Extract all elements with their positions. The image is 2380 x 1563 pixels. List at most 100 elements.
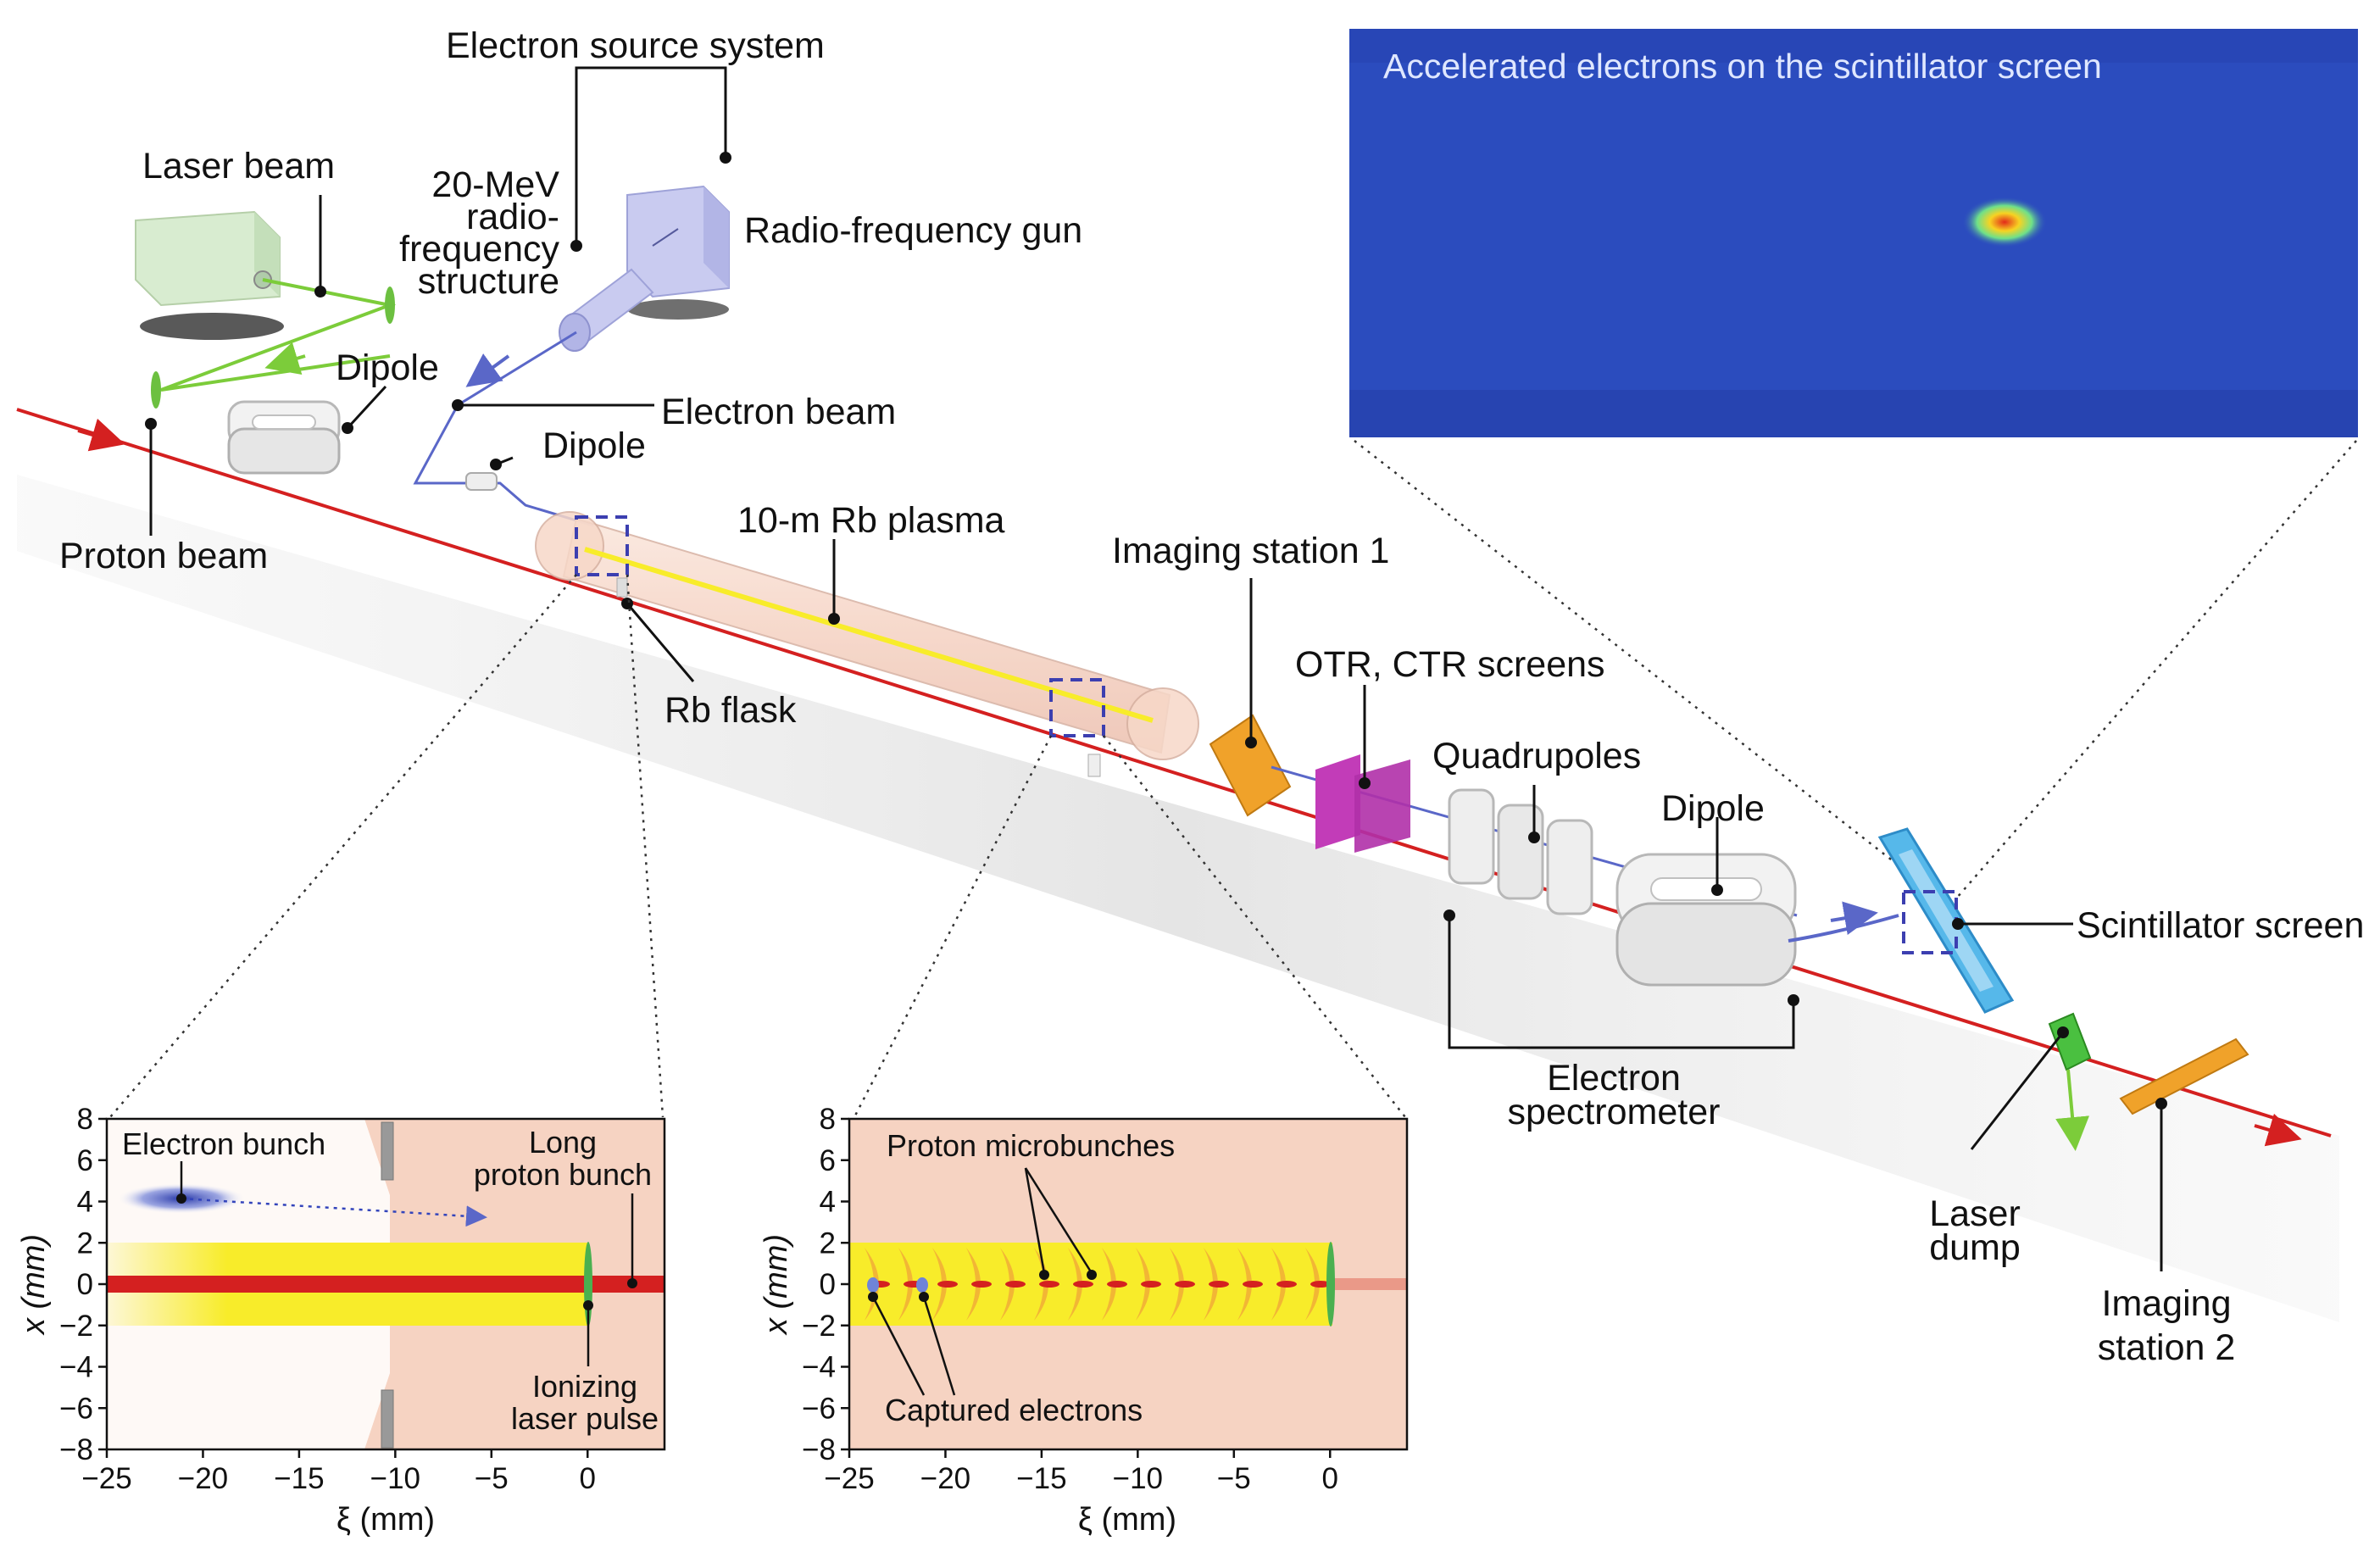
- label-quadrupoles: Quadrupoles: [1432, 736, 1641, 776]
- rb-flask: [616, 577, 628, 598]
- inset-left-y-tick-label: −6: [59, 1392, 93, 1425]
- label-imaging-station-2-line1: Imaging: [2102, 1283, 2232, 1324]
- proton-microbunch: [1039, 1281, 1059, 1288]
- inset-left-ylabel: x (mm): [16, 1234, 52, 1336]
- inset-plot-left: Electron bunch Long proton bunch Ionizin…: [16, 1103, 666, 1538]
- inset-left-x-tick-label: 0: [580, 1462, 596, 1495]
- plasma-cell-downstream-end: [1126, 687, 1199, 760]
- inset-left-y-tick-label: 6: [77, 1144, 93, 1177]
- electron-beam-path: [413, 331, 594, 527]
- inset-left-x-tick-label: −20: [178, 1462, 228, 1495]
- laser-mirror-1: [385, 286, 395, 324]
- label-scintillator-screen: Scintillator screen: [2077, 905, 2364, 946]
- label-laser-beam: Laser beam: [142, 146, 335, 186]
- inset-left-xlabel: ξ (mm): [336, 1502, 435, 1538]
- inset-right-x-tick-label: −5: [1217, 1462, 1251, 1495]
- inset-right-y-tick-label: 2: [820, 1226, 836, 1260]
- dipole-upstream: [227, 400, 341, 475]
- label-rf-structure-line3: frequency: [399, 229, 559, 270]
- plasma-wake-chevron: [1000, 1248, 1015, 1321]
- laser-mirror-2: [151, 371, 161, 409]
- proton-microbunches-group: [865, 1248, 1331, 1321]
- laser-beam-arrow: [264, 342, 306, 375]
- label-rf-gun: Radio-frequency gun: [744, 210, 1082, 251]
- panel-projection-line-right: [1955, 440, 2357, 899]
- inset-left-x-tick-label: −15: [274, 1462, 324, 1495]
- label-rf-structure-line1: 20-MeV: [431, 164, 559, 205]
- plasma-channel: [584, 547, 1154, 723]
- leader-dots: [145, 152, 2167, 1110]
- plasma-wake-chevron: [932, 1248, 947, 1321]
- zoom-box-upstream: [575, 515, 629, 576]
- proton-microbunch: [971, 1281, 992, 1288]
- plasma-wake-chevron: [1170, 1248, 1184, 1321]
- inset-left-y-tick-label: 0: [77, 1268, 93, 1301]
- plasma-wake-chevron: [1204, 1248, 1218, 1321]
- plasma-wake-chevron: [1068, 1248, 1082, 1321]
- scintillator-image-panel: Accelerated electrons on the scintillato…: [1349, 29, 2358, 437]
- inset-left-x-tick-label: −10: [370, 1462, 420, 1495]
- rb-plasma-cell: [535, 511, 1199, 760]
- otr-ctr-screens: [1315, 754, 1410, 853]
- label-electron-source-system: Electron source system: [446, 25, 825, 66]
- rb-flask-downstream: [1087, 754, 1101, 777]
- label-imaging-station-2-line2: station 2: [2098, 1327, 2236, 1368]
- inset-left-y-tick-label: 2: [77, 1226, 93, 1260]
- label-dipole-3: Dipole: [1661, 788, 1765, 829]
- inset-right-x-tick-label: −25: [824, 1462, 874, 1495]
- inset-right-y-tick-label: 6: [820, 1144, 836, 1177]
- inset-right-x-tick-label: −20: [920, 1462, 970, 1495]
- inset-left-zoom-line-b: [626, 574, 665, 1118]
- inset-left-y-tick-label: −8: [59, 1433, 93, 1466]
- proton-microbunch: [1175, 1281, 1195, 1288]
- proton-microbunch: [1243, 1281, 1263, 1288]
- proton-beam-arrow-in: [77, 418, 125, 452]
- inset-right-microbunch-label: Proton microbunches: [887, 1128, 1175, 1163]
- scintillator-image-background: [1349, 29, 2358, 437]
- plasma-cell-upstream-end: [535, 511, 604, 581]
- inset-right-y-tick-label: 0: [820, 1268, 836, 1301]
- spectrometer-dipole: [1615, 853, 1797, 987]
- electron-beam-arrow: [465, 353, 510, 387]
- laser-dump-beam: [2055, 1069, 2090, 1151]
- inset-left-y-tick-label: 8: [77, 1103, 93, 1136]
- inset-right-zoom-line-a: [853, 735, 1053, 1118]
- plasma-wake-chevron: [1237, 1248, 1252, 1321]
- inset-right-ionizing-laser: [1326, 1242, 1335, 1327]
- proton-bunch-core: [107, 1276, 665, 1293]
- plasma-wake-chevron: [1034, 1248, 1048, 1321]
- iris-lower: [381, 1389, 394, 1449]
- label-electron-beam: Electron beam: [661, 392, 896, 432]
- proton-microbunch: [1141, 1281, 1161, 1288]
- panel-projection-line-left: [1354, 440, 1942, 899]
- plasma-wake-chevron: [1305, 1248, 1320, 1321]
- inset-left-long-proton-line2: proton bunch: [474, 1157, 652, 1192]
- proton-microbunch: [1310, 1281, 1331, 1288]
- proton-microbunch: [1073, 1281, 1093, 1288]
- imaging-station-1: [1209, 714, 1292, 817]
- label-rf-structure-line2: radio-: [466, 197, 559, 237]
- captured-electrons-1: [867, 1277, 879, 1293]
- inset-right-y-tick-label: 4: [820, 1186, 836, 1219]
- laser-source: [135, 210, 284, 340]
- scintillator-panel-title: Accelerated electrons on the scintillato…: [1383, 47, 2102, 86]
- inset-left-x-tick-label: −25: [81, 1462, 131, 1495]
- inset-right-xlabel: ξ (mm): [1078, 1502, 1176, 1538]
- label-proton-beam: Proton beam: [59, 536, 268, 576]
- label-imaging-station-1: Imaging station 1: [1112, 531, 1389, 571]
- label-electron-spectrometer-line1: Electron: [1547, 1058, 1681, 1099]
- inset-left-long-proton-line1: Long: [529, 1125, 597, 1160]
- proton-beam-arrow-out: [2254, 1113, 2302, 1147]
- label-dipole-1: Dipole: [336, 348, 439, 388]
- label-rb-plasma: 10-m Rb plasma: [737, 500, 1005, 541]
- proton-microbunch: [937, 1281, 958, 1288]
- plasma-wake-chevron: [1136, 1248, 1150, 1321]
- proton-beam-line: [16, 408, 2332, 1137]
- plasma-wake-chevron: [966, 1248, 981, 1321]
- plasma-wake-chevron: [1102, 1248, 1116, 1321]
- plasma-wake-chevron: [1271, 1248, 1286, 1321]
- inset-left-x-tick-label: −5: [475, 1462, 509, 1495]
- plasma-wake-chevron: [898, 1248, 913, 1321]
- proton-microbunch: [1005, 1281, 1026, 1288]
